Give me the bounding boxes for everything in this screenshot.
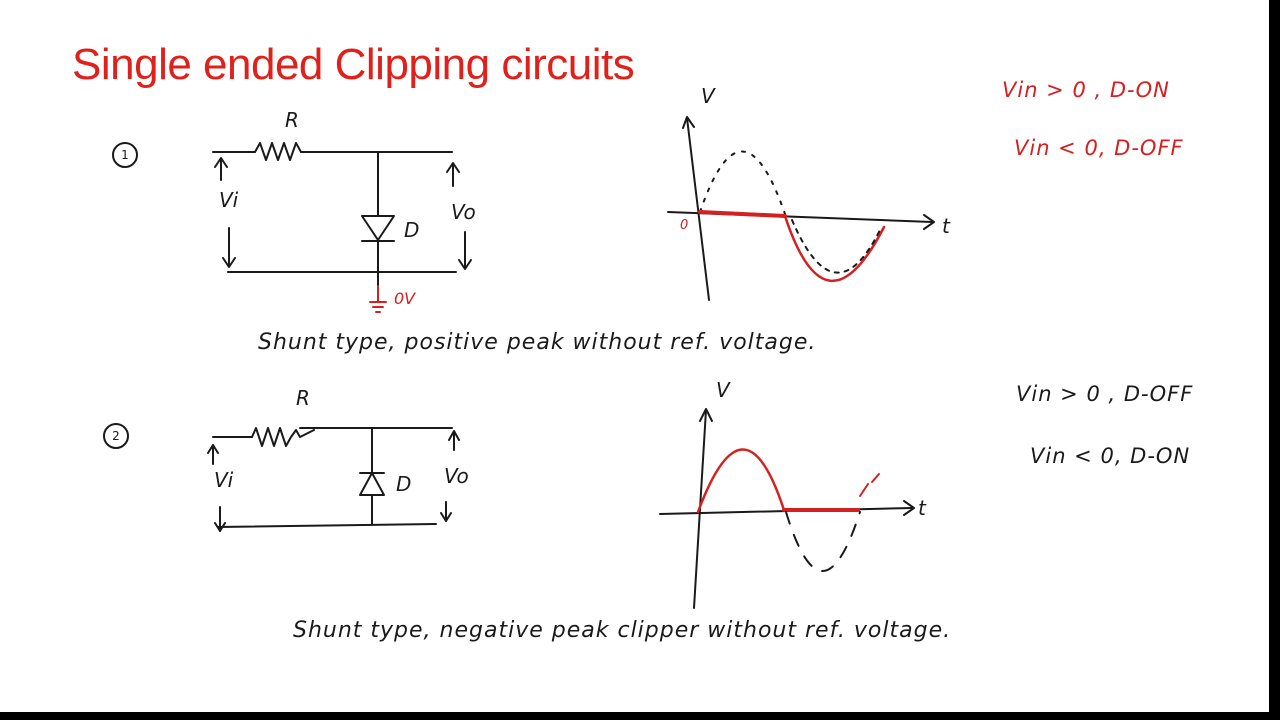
resistor-icon	[251, 427, 315, 447]
circled-number-icon: 2	[103, 423, 129, 449]
diode-icon	[361, 215, 395, 242]
diode-label: D	[396, 472, 412, 496]
ground-icon	[369, 285, 387, 313]
output-voltage-label: Vo	[451, 200, 476, 224]
circled-number-icon: 1	[112, 142, 138, 168]
graph-1-y-label: V	[701, 84, 715, 108]
graph-1	[667, 116, 935, 301]
arrow-icon	[923, 214, 935, 230]
graph-1-x-label: t	[942, 214, 950, 238]
ground-label: 0V	[394, 289, 416, 308]
input-negative-half	[791, 219, 881, 274]
circuit-2-caption: Shunt type, negative peak clipper withou…	[293, 618, 952, 643]
circuit-1-condition-1: Vin > 0 , D-ON	[1002, 78, 1170, 102]
circuit-2-condition-2: Vin < 0, D-ON	[1030, 444, 1191, 468]
resistor-label: R	[296, 386, 310, 410]
arrow-icon	[699, 408, 713, 422]
arrow-icon	[903, 500, 915, 516]
wire	[217, 523, 437, 528]
arrow-icon	[214, 157, 472, 270]
clipped-positive-half	[699, 150, 786, 215]
resistor-icon	[254, 142, 302, 161]
circuit-1-caption: Shunt type, positive peak without ref. v…	[258, 330, 817, 355]
input-voltage-label: Vi	[214, 468, 234, 492]
wave-continuation	[871, 473, 880, 483]
circuit-1-schematic	[212, 142, 472, 313]
diode-label: D	[404, 218, 420, 242]
arrow-icon	[682, 116, 695, 129]
input-voltage-label: Vi	[219, 188, 239, 212]
output-waveform	[696, 448, 860, 514]
slide-title: Single ended Clipping circuits	[72, 40, 635, 89]
circuit-1-condition-2: Vin < 0, D-OFF	[1014, 136, 1184, 160]
arrow-icon	[207, 430, 460, 532]
circuit-2-condition-1: Vin > 0 , D-OFF	[1016, 382, 1194, 406]
wave-continuation	[859, 483, 869, 497]
graph-1-origin-label: 0	[680, 218, 689, 233]
circuit-2-schematic	[207, 427, 460, 532]
output-waveform	[698, 210, 886, 283]
output-voltage-label: Vo	[444, 464, 469, 488]
graph-2-y-label: V	[716, 378, 730, 402]
graph-2	[659, 408, 915, 609]
diode-icon	[359, 472, 385, 496]
resistor-label: R	[285, 108, 299, 132]
graph-2-x-label: t	[918, 496, 926, 520]
clipped-negative-half	[785, 511, 861, 572]
y-axis	[686, 117, 710, 301]
